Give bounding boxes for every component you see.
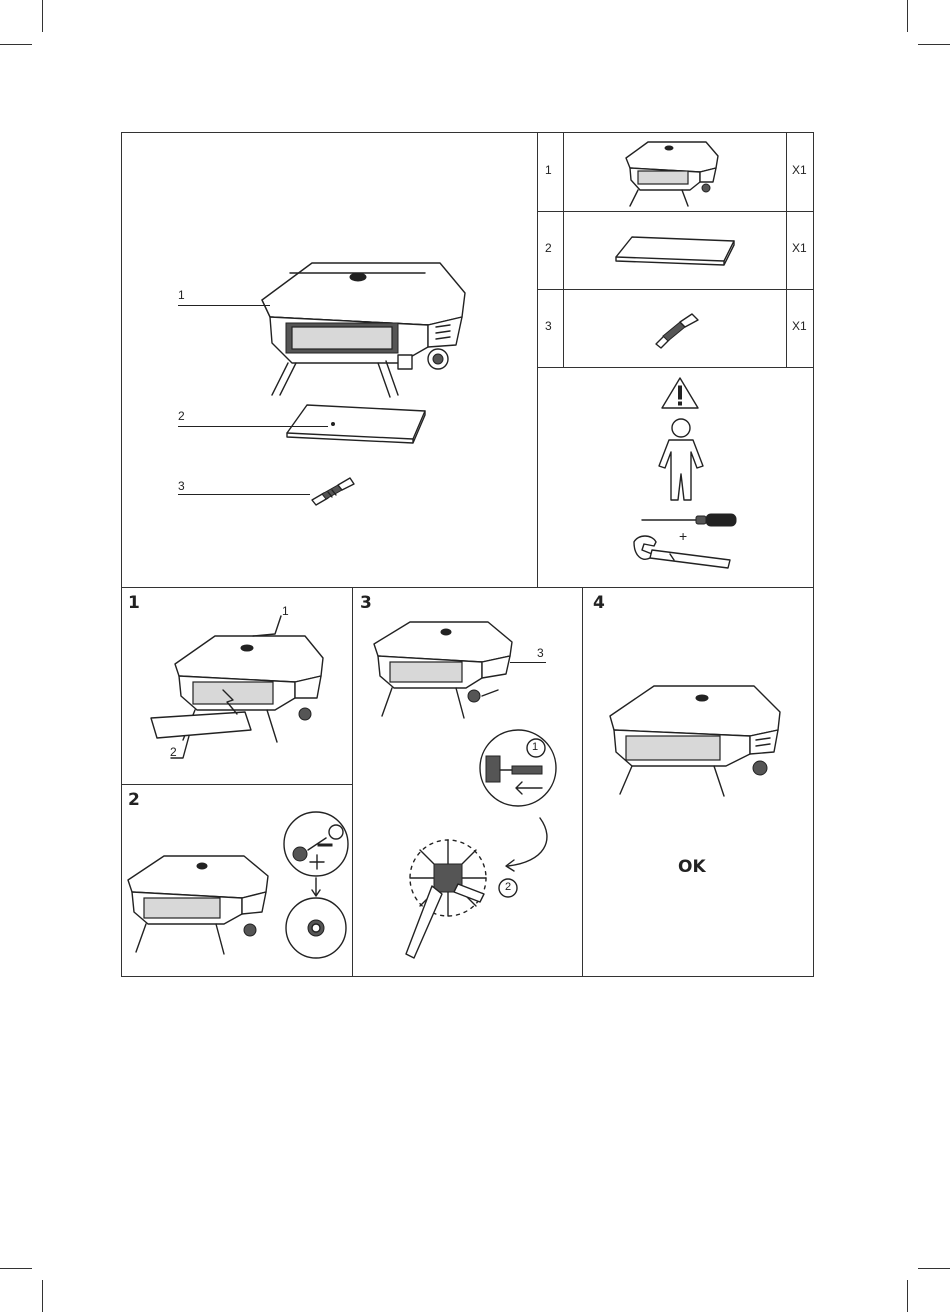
- part-quantity: X1: [792, 319, 807, 333]
- step-3-detail-2: [400, 836, 520, 966]
- step-2-detail: [280, 806, 352, 956]
- crop-mark: [42, 0, 43, 32]
- step-4-assembled-oven: [604, 682, 784, 800]
- table-divider: [786, 132, 787, 368]
- result-ok: OK: [678, 857, 706, 877]
- step-number: 1: [128, 593, 140, 613]
- step-2-illustration: [124, 852, 274, 962]
- callout-label-2: 2: [170, 745, 177, 759]
- leader-line: [510, 662, 546, 663]
- warning-triangle-icon: [660, 376, 700, 410]
- table-divider: [537, 289, 814, 290]
- gas-connector-icon: [654, 312, 700, 350]
- screwdriver-icon: [640, 512, 738, 528]
- callout-label-3: 3: [178, 479, 185, 493]
- leader-line: [178, 305, 270, 306]
- crop-mark: [918, 44, 950, 45]
- step-3-illustration: [370, 618, 520, 728]
- crop-mark: [907, 0, 908, 32]
- one-person-icon: [657, 418, 705, 502]
- crop-mark: [907, 1280, 908, 1312]
- step-number: 2: [128, 790, 140, 810]
- pizza-oven-illustration: [250, 255, 470, 405]
- table-divider: [537, 211, 814, 212]
- circled-step-1: 1: [532, 741, 538, 753]
- leader-line: [178, 494, 310, 495]
- pizza-oven-icon: [620, 138, 720, 210]
- step-number: 3: [360, 593, 372, 613]
- callout-label-2: 2: [178, 409, 185, 423]
- table-divider: [563, 132, 564, 368]
- callout-label-1: 1: [282, 604, 289, 618]
- part-number: 2: [545, 241, 552, 255]
- part-number: 3: [545, 319, 552, 333]
- callout-label-3: 3: [537, 646, 544, 660]
- leader-line: [178, 426, 328, 427]
- crop-mark: [42, 1280, 43, 1312]
- gas-connector-illustration: [310, 476, 356, 506]
- pizza-stone-icon: [614, 235, 738, 267]
- callout-label-1: 1: [178, 288, 185, 302]
- crop-mark: [0, 44, 32, 45]
- crop-mark: [0, 1268, 32, 1269]
- adjustable-wrench-icon: [630, 532, 734, 570]
- circled-step-2: 2: [505, 881, 511, 893]
- part-quantity: X1: [792, 163, 807, 177]
- step-number: 4: [593, 593, 605, 613]
- part-number: 1: [545, 163, 552, 177]
- part-quantity: X1: [792, 241, 807, 255]
- step-3-detail-1: [476, 726, 562, 810]
- crop-mark: [918, 1268, 950, 1269]
